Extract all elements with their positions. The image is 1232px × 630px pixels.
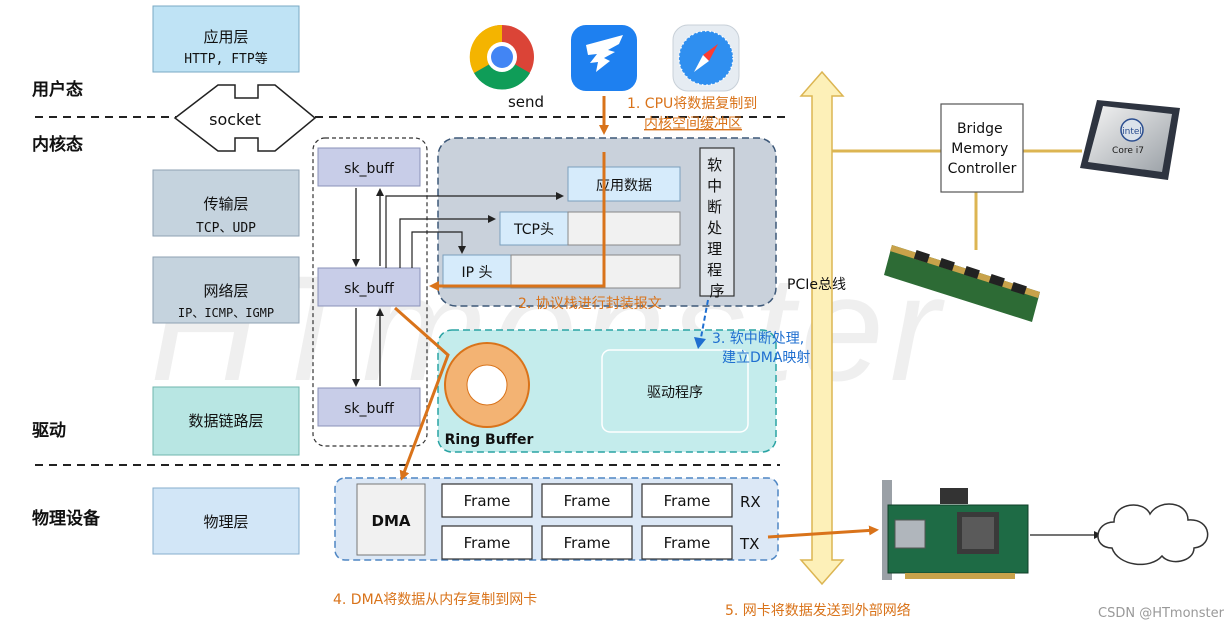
ring-buffer-hole: [466, 364, 508, 406]
driver-program-box: [601, 349, 749, 433]
bridge-text: Bridge Memory Controller: [948, 121, 1017, 177]
sk-buff-label-2: sk_buff: [344, 281, 394, 297]
rx-label: RX: [740, 493, 761, 511]
softirq-box: [699, 147, 735, 297]
ip-payload-box: [510, 254, 681, 289]
ip-header-box: [442, 254, 512, 289]
bridge-line3: Controller: [948, 161, 1017, 177]
driver-panel: [437, 329, 777, 453]
frame-tx-3-label: Frame: [664, 534, 711, 552]
link-skbuff-to-appdata: [385, 192, 564, 268]
ip-header-label: IP 头: [461, 265, 492, 281]
zone-driver: 驱动: [32, 421, 66, 441]
frame-rx-2: [541, 483, 633, 518]
step5-label: 5. 网卡将数据发送到外部网络: [725, 603, 911, 619]
pcie-label: PCIe总线: [787, 277, 846, 293]
link-skbuff-to-ip: [411, 231, 466, 268]
step5-arrow: [767, 525, 879, 539]
softirq-char-1: 软: [707, 156, 722, 174]
safari-icon: [672, 24, 740, 92]
credit-label: CSDN @HTmonster: [1098, 606, 1225, 621]
step3-arrow: [699, 299, 709, 344]
frame-rx-3: [641, 483, 733, 518]
frame-tx-1-label: Frame: [464, 534, 511, 552]
send-label: send: [508, 93, 544, 111]
softirq-label: 软 中 断 处 理 程 序: [707, 156, 727, 300]
frame-tx-2: [541, 525, 633, 560]
step3-line2: 建立DMA映射: [722, 350, 810, 366]
softirq-char-3: 断: [707, 198, 722, 216]
frame-rx-2-label: Frame: [564, 492, 611, 510]
app-data-label: 应用数据: [596, 177, 652, 194]
network-layer-name: 网络层: [203, 282, 248, 300]
softirq-char-4: 处: [707, 219, 722, 237]
step2-label: 2. 协议栈进行封装报文: [518, 296, 662, 312]
sk-buff-label-1: sk_buff: [344, 161, 394, 177]
driver-program-label: 驱动程序: [647, 385, 703, 401]
step3-arrowhead: [694, 337, 706, 349]
frame-tx-1: [441, 525, 533, 560]
application-layer-box: [152, 5, 300, 73]
transport-layer-name: 传输层: [203, 195, 248, 213]
frame-tx-2-label: Frame: [564, 534, 611, 552]
step1-line2: 内核空间缓冲区: [644, 116, 742, 132]
softirq-char-6: 程: [707, 261, 722, 279]
sk-buff-box-3: [317, 387, 421, 427]
feishu-icon: [571, 25, 637, 91]
zone-user-mode: 用户态: [32, 79, 83, 100]
step4-arrow: [394, 306, 450, 481]
cpu-model: Core i7: [1112, 146, 1144, 156]
application-layer-protocols: HTTP, FTP等: [184, 51, 267, 67]
softirq-char-5: 理: [707, 240, 722, 258]
pcie-bus: [799, 70, 845, 586]
memory-module-icon: [884, 245, 1040, 322]
transport-layer-protocols: TCP、UDP: [196, 221, 256, 236]
cpu-brand: intel: [1122, 127, 1142, 137]
app-data-box: [567, 166, 681, 202]
link-skbuff-to-tcp: [399, 215, 496, 268]
tx-label: TX: [739, 535, 759, 553]
frame-rx-1: [441, 483, 533, 518]
step4-label: 4. DMA将数据从内存复制到网卡: [333, 591, 537, 608]
network-layer-protocols: IP、ICMP、IGMP: [178, 306, 274, 320]
transport-layer-box: [152, 169, 300, 237]
network-layer-box: [152, 256, 300, 324]
dma-label: DMA: [372, 512, 411, 530]
chrome-icon: [469, 24, 534, 90]
tcp-header-label: TCP头: [513, 222, 554, 238]
socket-label: socket: [209, 110, 261, 129]
physical-layer-name: 物理层: [203, 513, 248, 531]
sk-buff-label-3: sk_buff: [344, 401, 394, 417]
sk-buff-group: [312, 137, 428, 447]
frame-rx-1-label: Frame: [464, 492, 511, 510]
physical-layer-box: [152, 487, 300, 555]
ring-buffer-label: Ring Buffer: [445, 432, 534, 448]
tcp-payload-box: [567, 211, 681, 246]
step1-line1: 1. CPU将数据复制到: [627, 95, 757, 112]
bridge-box: [940, 103, 1024, 193]
frame-rx-3-label: Frame: [664, 492, 711, 510]
datalink-layer-name: 数据链路层: [188, 412, 263, 430]
step3-line1: 3. 软中断处理,: [712, 331, 804, 347]
step2-arrow: [429, 152, 606, 291]
application-layer-name: 应用层: [203, 28, 248, 46]
nic-card-icon: [882, 480, 1029, 580]
bridge-line2: Memory: [951, 141, 1008, 157]
frame-tx-3: [641, 525, 733, 560]
datalink-layer-box: [152, 386, 300, 456]
softirq-char-2: 中: [707, 177, 722, 195]
sk-buff-box-1: [317, 147, 421, 187]
cpu-chip-icon: intel Core i7: [1080, 100, 1180, 180]
sk-buff-box-2: [317, 267, 421, 307]
external-network-cloud-icon: [1097, 503, 1209, 566]
dma-box: [356, 483, 426, 556]
zone-kernel-mode: 内核态: [32, 134, 83, 155]
socket-shape: [173, 84, 317, 152]
zone-physical-device: 物理设备: [32, 508, 101, 529]
bridge-line1: Bridge: [957, 121, 1003, 137]
softirq-char-7: 序: [709, 282, 724, 300]
